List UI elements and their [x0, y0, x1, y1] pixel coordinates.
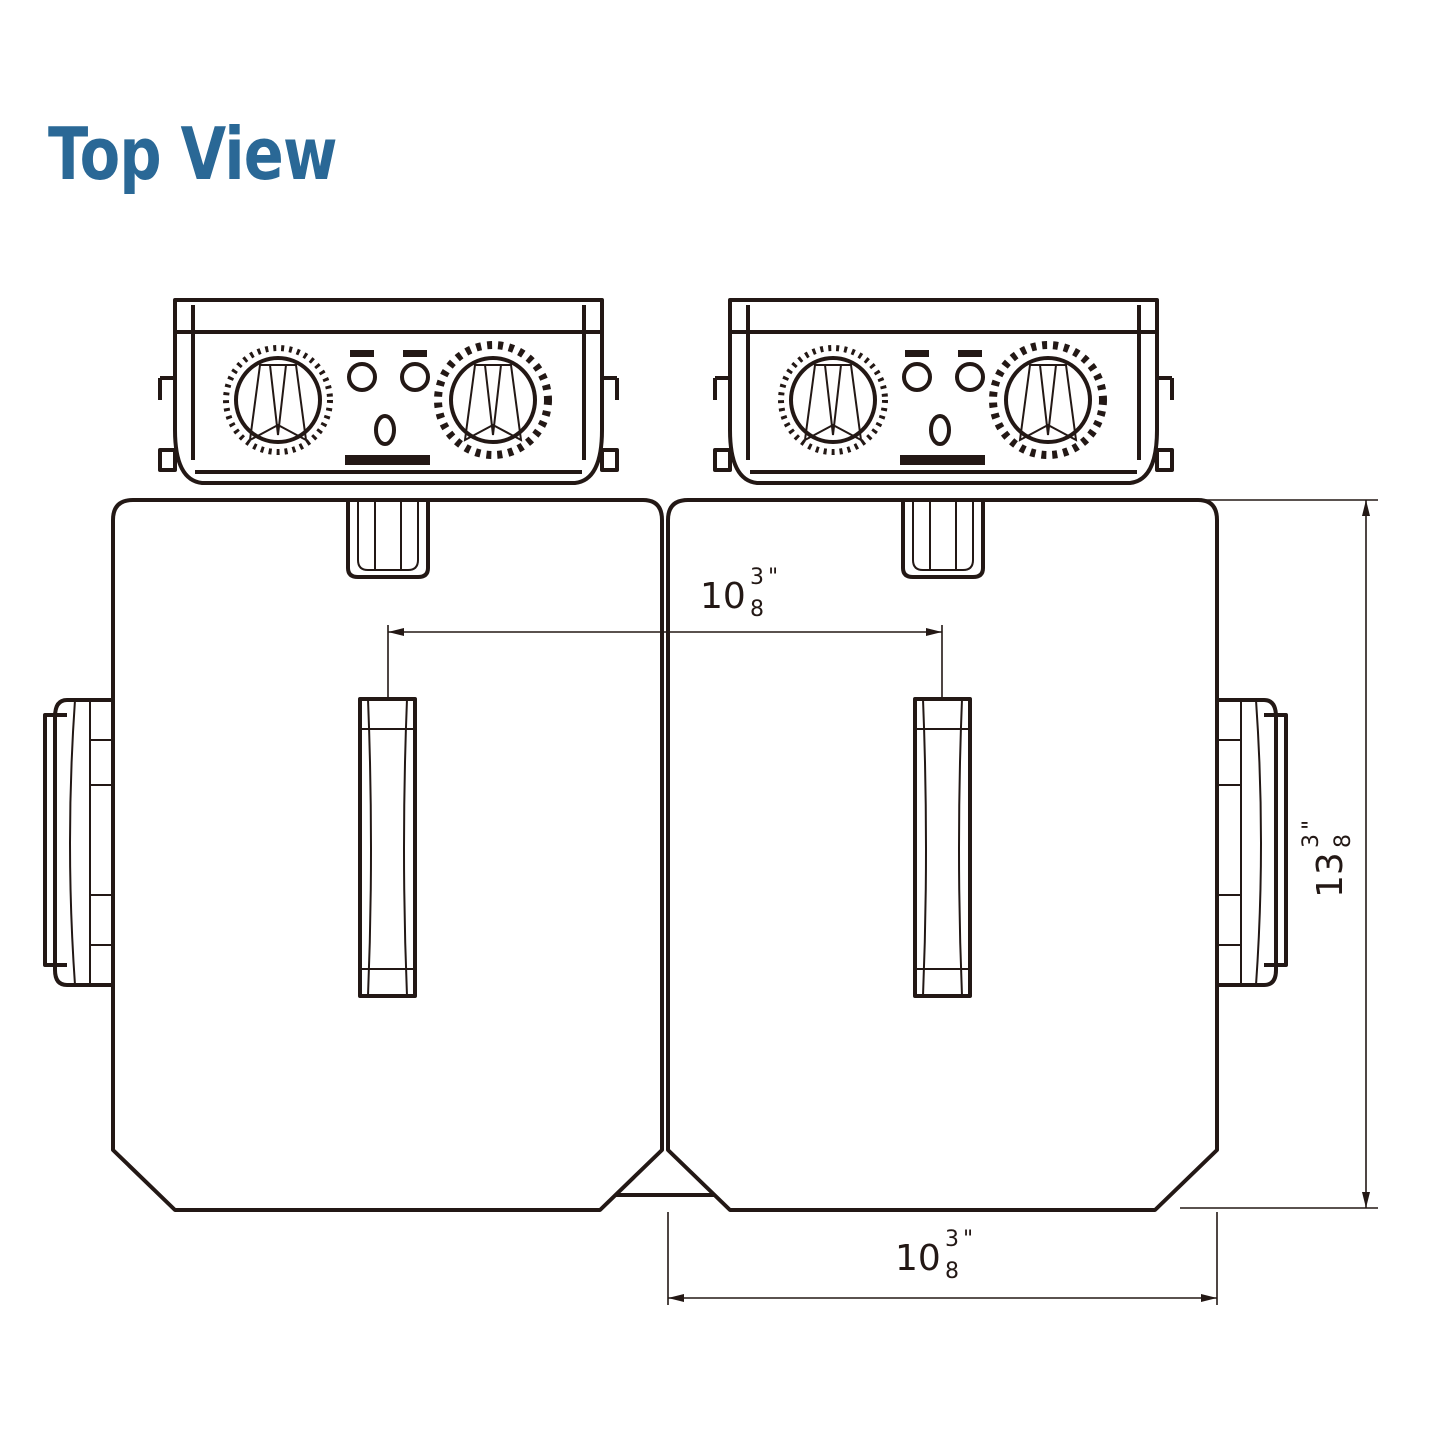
fraction-denominator: 8	[1331, 834, 1356, 848]
fraction-denominator: 8	[945, 1259, 959, 1284]
fraction-numerator: 3	[750, 565, 764, 590]
fraction-numerator: 3	[1299, 834, 1324, 848]
dimension-label: 13	[1310, 852, 1351, 898]
dimension-label: 10	[700, 576, 746, 617]
fraction-numerator: 3	[945, 1227, 959, 1252]
unit-mark: "	[963, 1227, 973, 1252]
left-basin	[111, 498, 664, 1212]
dimension-handle-spacing: 10 3 8 "	[387, 565, 943, 698]
dimension-basin-depth: 13 3 8 "	[1180, 499, 1378, 1209]
unit-mark: "	[1299, 820, 1324, 830]
left-side-handle	[43, 698, 115, 987]
left-control-panel	[160, 300, 617, 483]
dimension-basin-width: 10 3 8 "	[667, 1212, 1218, 1305]
fraction-denominator: 8	[750, 597, 764, 622]
page-title: Top View	[48, 112, 338, 196]
unit-mark: "	[768, 565, 778, 590]
dimension-label: 10	[895, 1238, 941, 1279]
right-side-handle	[1216, 698, 1288, 987]
right-basket-handle	[913, 697, 972, 998]
right-control-panel	[715, 300, 1172, 483]
left-basket-handle	[358, 697, 417, 998]
